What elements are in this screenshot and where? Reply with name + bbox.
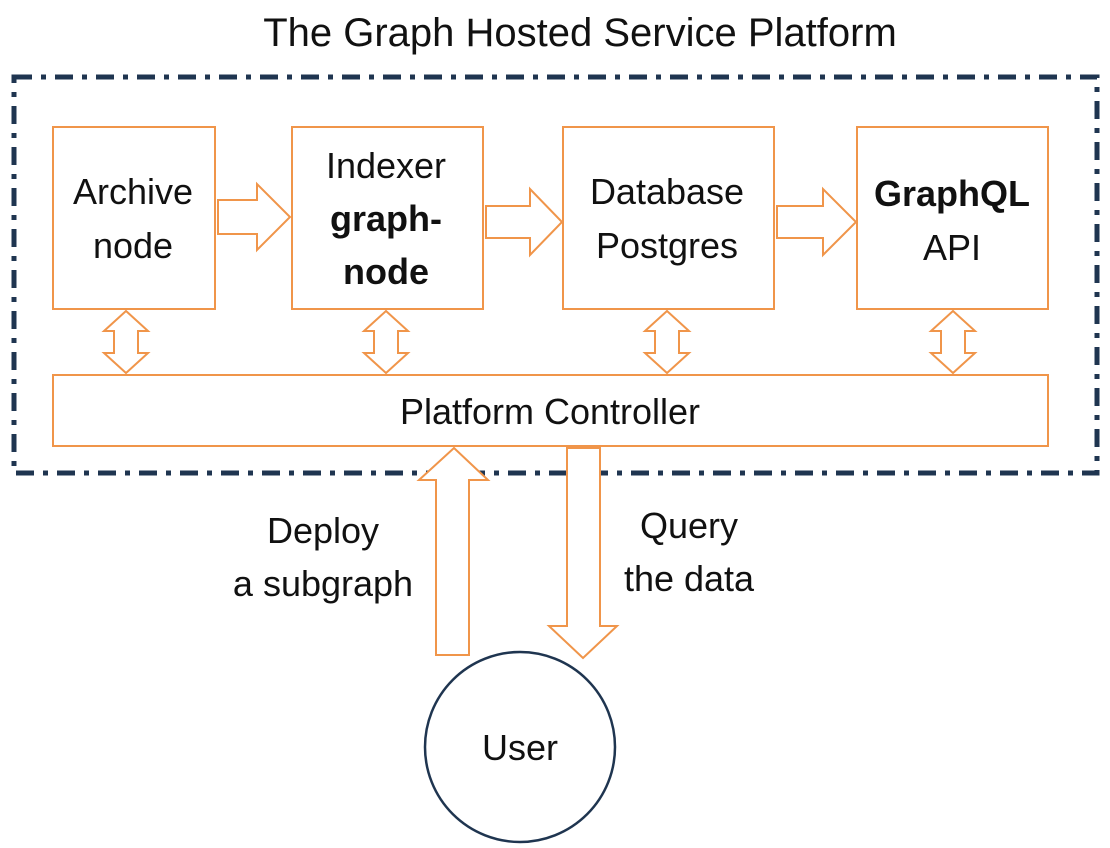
deploy-label-line1: Deploy — [267, 510, 379, 551]
graphql-label-line2: API — [923, 227, 981, 268]
archive-node-box — [52, 126, 216, 310]
arrow-graphql-controller — [928, 309, 978, 375]
indexer-label-line3: node — [343, 251, 429, 292]
database-label-line1: Database — [590, 171, 744, 212]
arrow-database-controller — [642, 309, 692, 375]
user-circle — [423, 650, 617, 844]
platform-boundary — [11, 74, 1100, 476]
platform-controller-label: Platform Controller — [400, 391, 700, 432]
deploy-label-line2: a subgraph — [233, 563, 413, 604]
database-label-line2: Postgres — [596, 225, 738, 266]
indexer-node-box — [291, 126, 484, 310]
graphql-label-line1: GraphQL — [874, 173, 1030, 214]
arrow-indexer-controller — [361, 309, 411, 375]
arrow-query-down — [546, 447, 620, 660]
archive-label-line1: Archive — [73, 171, 193, 212]
platform-controller-box — [52, 374, 1049, 447]
graphql-api-box — [856, 126, 1049, 310]
database-box — [562, 126, 775, 310]
diagram-title: The Graph Hosted Service Platform — [263, 11, 897, 55]
query-label-line1: Query — [640, 505, 738, 546]
query-label-line2: the data — [624, 558, 755, 599]
user-label: User — [482, 727, 558, 768]
indexer-label-line2: graph- — [330, 198, 442, 239]
arrow-indexer-to-database — [485, 186, 564, 258]
arrow-database-to-graphql — [776, 186, 858, 258]
indexer-label-line1: Indexer — [326, 145, 446, 186]
archive-label-line2: node — [93, 225, 173, 266]
arrow-archive-controller — [101, 309, 151, 375]
arrow-archive-to-indexer — [217, 181, 292, 253]
arrow-deploy-up — [416, 446, 491, 656]
